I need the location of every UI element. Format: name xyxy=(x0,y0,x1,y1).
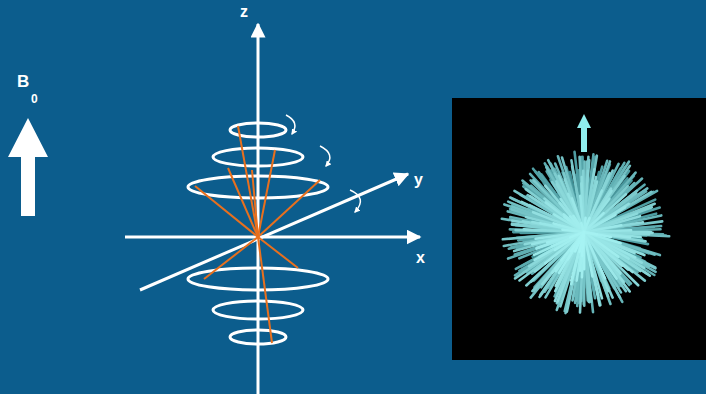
field-arrow xyxy=(8,118,48,216)
z-axis xyxy=(257,24,260,394)
spin-spike xyxy=(584,232,597,234)
rotation-arrow xyxy=(320,146,330,166)
spin-spike xyxy=(568,232,584,259)
axis-label: z xyxy=(240,4,248,20)
rotation-arrow xyxy=(286,115,295,134)
spin-spike xyxy=(573,216,584,232)
spin-spike xyxy=(561,232,584,260)
x-axis xyxy=(125,236,420,239)
spin-spike xyxy=(554,214,584,232)
spin-spike xyxy=(580,232,584,312)
spin-vector xyxy=(258,237,272,343)
spin-vectors xyxy=(195,126,320,343)
spin-spike xyxy=(584,204,629,232)
spin-spike xyxy=(562,230,584,232)
spin-spike xyxy=(583,232,586,306)
spin-spike xyxy=(534,180,584,232)
spin-vector xyxy=(228,168,258,237)
spin-spike xyxy=(510,198,584,232)
spin-spike xyxy=(510,229,584,232)
net-magnetization-head xyxy=(577,114,591,128)
spin-vector xyxy=(258,237,298,268)
spin-spike xyxy=(584,232,624,282)
spin-spike xyxy=(559,232,584,273)
spin-sphere xyxy=(502,114,669,313)
spin-spike xyxy=(584,232,617,279)
spin-vector xyxy=(238,126,258,237)
spin-vector xyxy=(195,186,258,237)
spin-spike xyxy=(584,232,621,243)
field-subscript: 0 xyxy=(31,93,38,105)
spin-spike xyxy=(531,232,584,282)
spin-spike xyxy=(545,232,584,297)
spin-spike xyxy=(524,229,584,232)
axis-label: x xyxy=(416,250,425,266)
spin-spike xyxy=(544,199,584,232)
render-panel xyxy=(452,98,706,360)
spin-spike xyxy=(580,232,584,252)
rotation-arrow xyxy=(350,190,360,212)
spin-spike xyxy=(584,207,625,232)
spin-spike xyxy=(584,232,592,276)
spin-spike xyxy=(584,232,611,237)
spin-vector xyxy=(204,237,258,279)
spin-spike xyxy=(513,199,584,232)
y-axis xyxy=(140,174,408,290)
axes xyxy=(125,24,420,394)
spin-vector xyxy=(258,180,320,237)
rotation-arrows xyxy=(286,115,360,212)
spin-spike xyxy=(581,223,584,232)
spin-spike xyxy=(584,218,590,232)
axis-label: y xyxy=(414,172,423,188)
spin-spike xyxy=(516,230,584,232)
field-symbol: B xyxy=(17,73,29,90)
net-magnetization-shaft xyxy=(581,126,587,152)
spin-spike xyxy=(584,213,604,232)
